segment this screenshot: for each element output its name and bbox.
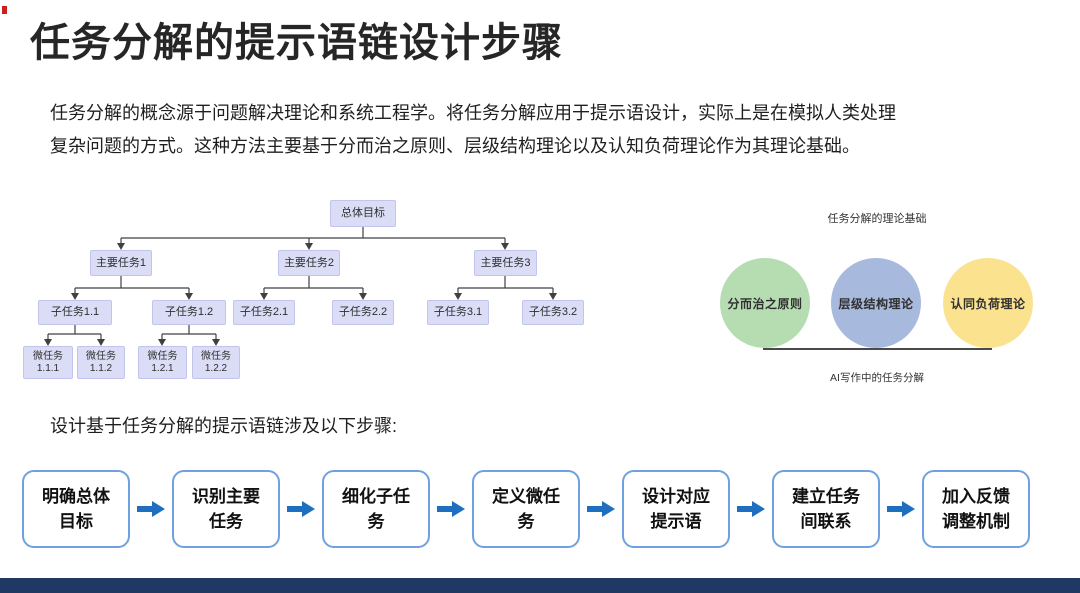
flow-step-6: 建立任务间联系	[772, 470, 880, 548]
tree-node-sub-3-2: 子任务3.2	[522, 300, 584, 325]
flow-arrow-icon	[587, 501, 615, 517]
tree-node-root: 总体目标	[330, 200, 396, 227]
flow-step-1: 明确总体目标	[22, 470, 130, 548]
arrowheads	[44, 243, 557, 346]
flow-arrow-icon	[437, 501, 465, 517]
tree-node-sub-1-2: 子任务1.2	[152, 300, 226, 325]
tree-connectors	[44, 227, 557, 346]
intro-line-2: 复杂问题的方式。这种方法主要基于分而治之原则、层级结构理论以及认知负荷理论作为其…	[50, 136, 860, 156]
theory-circle-divide: 分而治之原则	[720, 258, 810, 348]
flow-step-4: 定义微任务	[472, 470, 580, 548]
theory-caption: AI写作中的任务分解	[830, 372, 924, 384]
tree-node-sub-2-1: 子任务2.1	[233, 300, 295, 325]
theory-panel: 任务分解的理论基础 分而治之原则 层级结构理论 认同负荷理论 AI写作中的任务分…	[700, 196, 1060, 392]
task-decomposition-tree: 总体目标 主要任务1 主要任务2 主要任务3 子任务1.1 子任务1.2 子任务…	[20, 196, 700, 386]
flow-step-7: 加入反馈调整机制	[922, 470, 1030, 548]
flow-step-2: 识别主要任务	[172, 470, 280, 548]
tree-node-sub-2-2: 子任务2.2	[332, 300, 394, 325]
flow-steps: 明确总体目标 识别主要任务 细化子任务 定义微任务 设计对应提示语 建立任务间联…	[0, 470, 1080, 548]
tree-node-main-3: 主要任务3	[474, 250, 537, 276]
steps-intro-text: 设计基于任务分解的提示语链涉及以下步骤:	[50, 416, 397, 436]
intro-line-1: 任务分解的概念源于问题解决理论和系统工程学。将任务分解应用于提示语设计，实际上是…	[50, 103, 896, 123]
tree-node-sub-1-1: 子任务1.1	[38, 300, 112, 325]
brand-mark	[2, 6, 7, 14]
theory-title: 任务分解的理论基础	[827, 213, 927, 225]
flow-step-5: 设计对应提示语	[622, 470, 730, 548]
flow-arrow-icon	[737, 501, 765, 517]
intro-paragraph: 任务分解的概念源于问题解决理论和系统工程学。将任务分解应用于提示语设计，实际上是…	[50, 97, 1050, 163]
tree-node-main-1: 主要任务1	[90, 250, 152, 276]
page-title: 任务分解的提示语链设计步骤	[30, 21, 563, 65]
tree-node-main-2: 主要任务2	[278, 250, 340, 276]
theory-circle-hierarchy: 层级结构理论	[831, 258, 921, 348]
footer-bar	[0, 578, 1080, 593]
flow-arrow-icon	[287, 501, 315, 517]
flow-arrow-icon	[887, 501, 915, 517]
theory-baseline	[763, 348, 992, 350]
flow-arrow-icon	[137, 501, 165, 517]
flow-step-3: 细化子任务	[322, 470, 430, 548]
theory-circle-load: 认同负荷理论	[943, 258, 1033, 348]
tree-node-sub-3-1: 子任务3.1	[427, 300, 489, 325]
